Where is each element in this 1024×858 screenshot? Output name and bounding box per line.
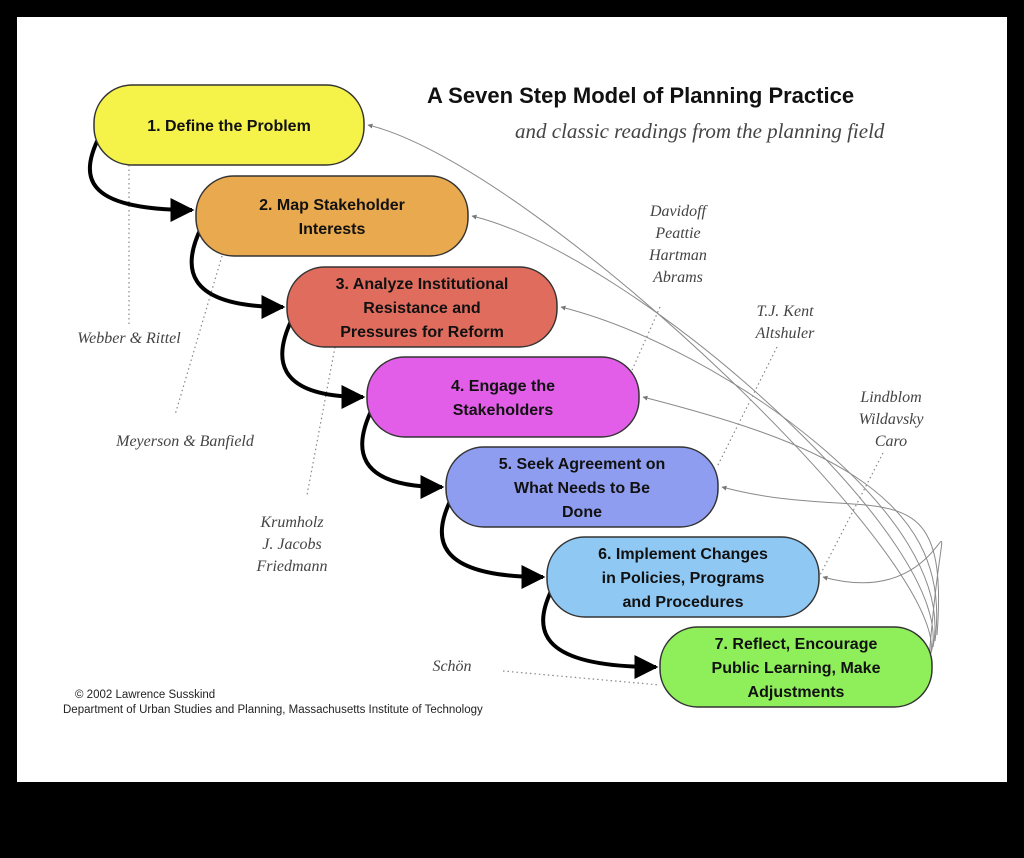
department-line: Department of Urban Studies and Planning… (63, 704, 483, 716)
reading-author: T.J. Kent (756, 303, 814, 320)
step-label-line: Interests (299, 221, 366, 238)
step-label-line: 2. Map Stakeholder (259, 197, 405, 214)
reading-group: Schön (432, 658, 471, 675)
step-label-line: Stakeholders (453, 402, 554, 419)
step-label-line: Done (562, 504, 602, 521)
step-label-line: and Procedures (623, 594, 744, 611)
reading-group: Webber & Rittel (77, 330, 181, 347)
step-flow-arrows (87, 134, 659, 679)
step-label-line: 7. Reflect, Encourage (715, 636, 878, 653)
reading-connector (502, 670, 661, 686)
step-label-line: 5. Seek Agreement on (499, 456, 666, 473)
reading-author: Meyerson & Banfield (115, 433, 255, 450)
step-box (546, 536, 820, 618)
flow-arrow (87, 134, 195, 222)
flow-arrow (439, 496, 546, 589)
reading-author: J. Jacobs (262, 536, 322, 553)
step-label-line: 4. Engage the (451, 378, 555, 395)
reading-author: Hartman (648, 247, 707, 264)
feedback-arrow (471, 214, 934, 654)
step-label-line: What Needs to Be (514, 480, 650, 497)
step-label-line: Pressures for Reform (340, 324, 504, 341)
diagram-subtitle: and classic readings from the planning f… (515, 119, 885, 143)
flow-arrow (189, 225, 286, 319)
reading-connector (174, 255, 223, 416)
reading-author: Wildavsky (859, 411, 925, 428)
reading-connector (628, 306, 661, 378)
step-5: 5. Seek Agreement on What Needs to Be Done (445, 446, 719, 528)
feedback-arrow (560, 305, 936, 648)
copyright-line: © 2002 Lawrence Susskind (75, 689, 215, 701)
reading-author: Friedmann (255, 558, 327, 575)
reading-connector (306, 346, 336, 496)
flow-arrow (541, 586, 659, 679)
planning-model-diagram: 1. Define the Problem 2. Map StakeholderI… (63, 83, 943, 716)
step-6: 6. Implement Changes in Policies, Program… (546, 536, 820, 618)
reading-author: Abrams (652, 269, 703, 286)
flow-arrow (280, 316, 366, 409)
reading-connector (818, 452, 884, 578)
step-box (195, 175, 469, 257)
flow-arrow (360, 406, 445, 499)
diagram-title: A Seven Step Model of Planning Practice (427, 83, 854, 108)
feedback-arrow (822, 541, 943, 660)
step-label-line: Resistance and (363, 300, 480, 317)
reading-connectors (128, 165, 884, 686)
step-label-line: in Policies, Programs (602, 570, 765, 587)
step-box (445, 446, 719, 528)
reading-group: Meyerson & Banfield (115, 433, 255, 450)
step-label-line: Public Learning, Make (712, 660, 881, 677)
feedback-arrow (642, 395, 938, 642)
feedback-arrows (367, 123, 943, 660)
step-label-line: 3. Analyze Institutional (336, 276, 509, 293)
step-label-line: 1. Define the Problem (147, 118, 311, 135)
step-label-line: 6. Implement Changes (598, 546, 768, 563)
reading-author: Caro (875, 433, 907, 450)
reading-author: Schön (432, 658, 471, 675)
steps-group: 1. Define the Problem 2. Map StakeholderI… (93, 84, 933, 708)
reading-author: Webber & Rittel (77, 330, 181, 347)
step-box (93, 84, 365, 166)
reading-author: Peattie (654, 225, 700, 242)
reading-author: Altshuler (755, 325, 815, 342)
step-box (366, 356, 640, 438)
step-box (286, 266, 558, 348)
reading-author: Krumholz (259, 514, 324, 531)
reading-connector (716, 346, 778, 468)
reading-author: Davidoff (649, 203, 709, 220)
step-label-line: Adjustments (748, 684, 845, 701)
reading-author: Lindblom (859, 389, 921, 406)
step-1: 1. Define the Problem (93, 84, 365, 166)
feedback-arrow (367, 123, 932, 660)
step-box (659, 626, 933, 708)
